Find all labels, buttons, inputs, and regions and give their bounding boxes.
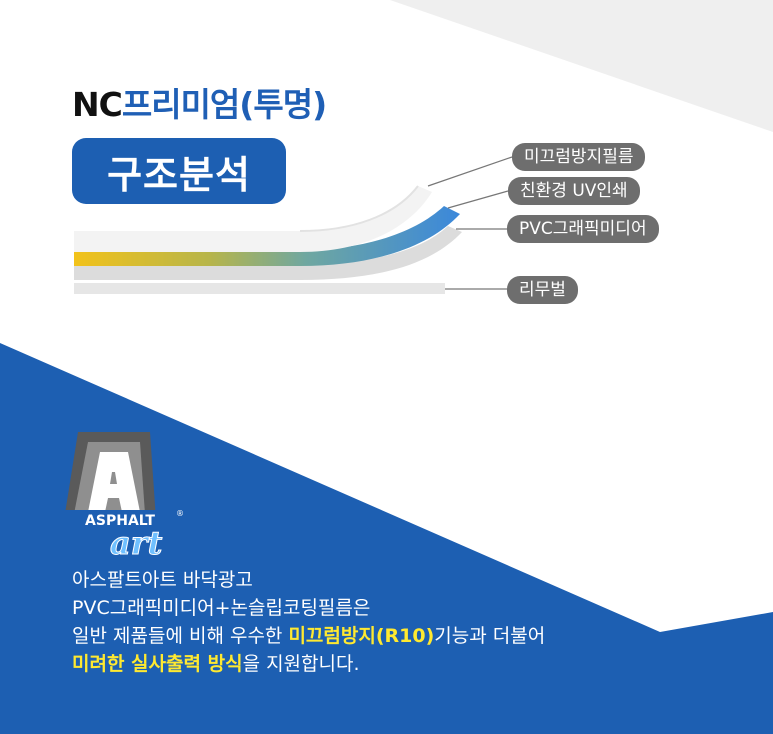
layer-label-uv-print: 친환경 UV인쇄 bbox=[508, 177, 640, 205]
product-code: NC bbox=[72, 85, 123, 124]
layer-removable bbox=[74, 283, 445, 294]
highlight-antislip: 미끄럼방지(R10) bbox=[288, 625, 435, 647]
layer-diagram bbox=[74, 156, 513, 294]
structure-badge: 구조분석 bbox=[72, 138, 286, 204]
description-line-1: 아스팔트아트 바닥광고 bbox=[72, 569, 253, 591]
layer-antislip bbox=[74, 186, 432, 252]
description: 아스팔트아트 바닥광고 PVC그래픽미디어+논슬립코팅필름은 일반 제품들에 비… bbox=[72, 566, 545, 678]
layer-pvc bbox=[74, 226, 462, 280]
layer-label-removable: 리무벌 bbox=[507, 276, 578, 304]
description-line-3: 일반 제품들에 비해 우수한 미끄럼방지(R10)기능과 더불어 bbox=[72, 625, 546, 647]
asphalt-art-logo: ASPHALT ® art bbox=[58, 432, 184, 562]
blue-panel bbox=[0, 343, 773, 734]
logo-word-asphalt: ASPHALT bbox=[85, 513, 155, 529]
leader-line-antislip bbox=[427, 156, 513, 187]
layer-label-antislip: 미끄럼방지필름 bbox=[512, 143, 646, 171]
corner-shape bbox=[390, 0, 773, 132]
logo-word-art: art bbox=[110, 524, 163, 562]
product-name: 프리미엄(투명) bbox=[121, 85, 327, 124]
description-line-4: 미려한 실사출력 방식을 지원합니다. bbox=[72, 653, 360, 675]
description-line-2: PVC그래픽미디어+논슬립코팅필름은 bbox=[72, 597, 371, 619]
highlight-print: 미려한 실사출력 방식 bbox=[72, 653, 243, 675]
leader-line-uv bbox=[447, 190, 509, 209]
logo-mark: ® bbox=[176, 509, 184, 518]
page-title: NC프리미엄(투명) bbox=[72, 78, 327, 126]
layer-label-pvc: PVC그래픽미디어 bbox=[507, 215, 659, 243]
